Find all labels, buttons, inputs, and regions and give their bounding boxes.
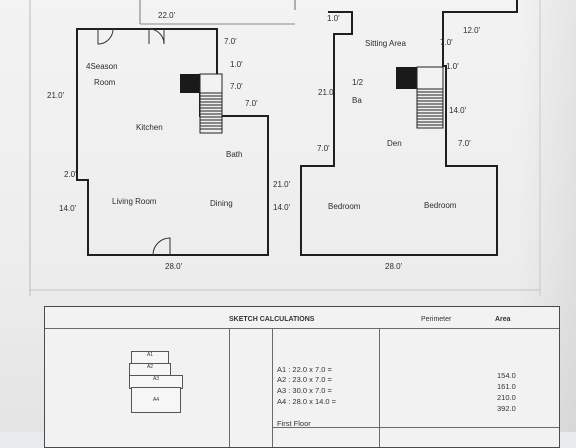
calc-row-a1: A1 : 22.0 x 7.0 =: [277, 365, 332, 374]
dim-right-7-a: 7.0': [440, 38, 453, 47]
right-plan-outline: [300, 0, 518, 256]
area-a4: 392.0: [497, 404, 516, 413]
dim-right-7-b: 7.0': [317, 144, 330, 153]
stair-landing-left: [180, 74, 201, 93]
room-kitchen: Kitchen: [136, 123, 163, 132]
room-half-bath-2: Ba: [352, 96, 362, 105]
dim-right-12: 12.0': [463, 26, 481, 35]
sketch-calculations-table: SKETCH CALCULATIONS Perimeter Area A1 A2…: [44, 306, 560, 448]
dim-right-top-1: 1.0': [327, 14, 340, 23]
calc-row-a2: A2 : 23.0 x 7.0 =: [277, 375, 332, 384]
table-col-divider-c: [379, 328, 380, 447]
room-bath: Bath: [226, 150, 243, 159]
room-bedroom-left: Bedroom: [328, 202, 361, 211]
room-den: Den: [387, 139, 402, 148]
room-4season: 4Season: [86, 62, 118, 71]
area-header: Area: [495, 316, 511, 323]
room-living: Living Room: [112, 197, 157, 206]
dim-left-7-b: 7.0': [230, 82, 243, 91]
dim-right-7-c: 7.0': [458, 139, 471, 148]
dim-left-2: 2.0': [64, 170, 77, 179]
dim-left-21-b: 21.0': [273, 180, 291, 189]
dim-left-28: 28.0': [165, 262, 183, 271]
area-a1: 154.0: [497, 371, 516, 380]
mini-a4: A4: [131, 387, 181, 413]
dim-left-21-a: 21.0': [47, 91, 65, 100]
stair-step-box-right: [416, 66, 444, 90]
area-a2: 161.0: [497, 382, 516, 391]
room-dining: Dining: [210, 199, 233, 208]
room-half-bath-1: 1/2: [352, 78, 364, 87]
dim-right-21: 21.0': [318, 88, 336, 97]
calc-row-a3: A3 : 30.0 x 7.0 =: [277, 386, 332, 395]
table-header-divider: [45, 328, 559, 329]
stair-treads-left: [199, 92, 223, 134]
room-4season-room: Room: [94, 78, 116, 87]
table-col-divider-a: [229, 328, 230, 447]
door-4season-right: [148, 28, 165, 45]
first-floor-label: First Floor: [277, 419, 311, 428]
calc-row-a4: A4 : 28.0 x 14.0 =: [277, 397, 337, 406]
table-row-divider: [272, 427, 559, 428]
dim-top-22: 22.0': [158, 11, 176, 20]
perimeter-header: Perimeter: [421, 316, 452, 323]
door-4season-left: [97, 28, 114, 45]
table-title: SKETCH CALCULATIONS: [229, 316, 315, 323]
dim-right-14: 14.0': [449, 106, 467, 115]
dim-left-14-a: 14.0': [59, 204, 77, 213]
dim-left-7-a: 7.0': [224, 37, 237, 46]
door-living-room: [152, 237, 171, 256]
stair-treads-right: [416, 88, 444, 129]
floor-plan-sketch: [29, 0, 541, 296]
dim-left-1: 1.0': [230, 60, 243, 69]
dim-right-28: 28.0': [385, 262, 403, 271]
room-sitting-area: Sitting Area: [365, 39, 406, 48]
area-a3: 210.0: [497, 393, 516, 402]
stair-step-box-left: [199, 73, 223, 94]
stair-landing-right: [396, 67, 417, 89]
table-col-divider-b: [272, 328, 273, 447]
dim-left-7-c: 7.0': [245, 99, 258, 108]
dim-left-14-b: 14.0': [273, 203, 291, 212]
dim-right-1: 1.0': [446, 62, 459, 71]
room-bedroom-right: Bedroom: [424, 201, 457, 210]
left-plan-outline: [76, 28, 269, 256]
